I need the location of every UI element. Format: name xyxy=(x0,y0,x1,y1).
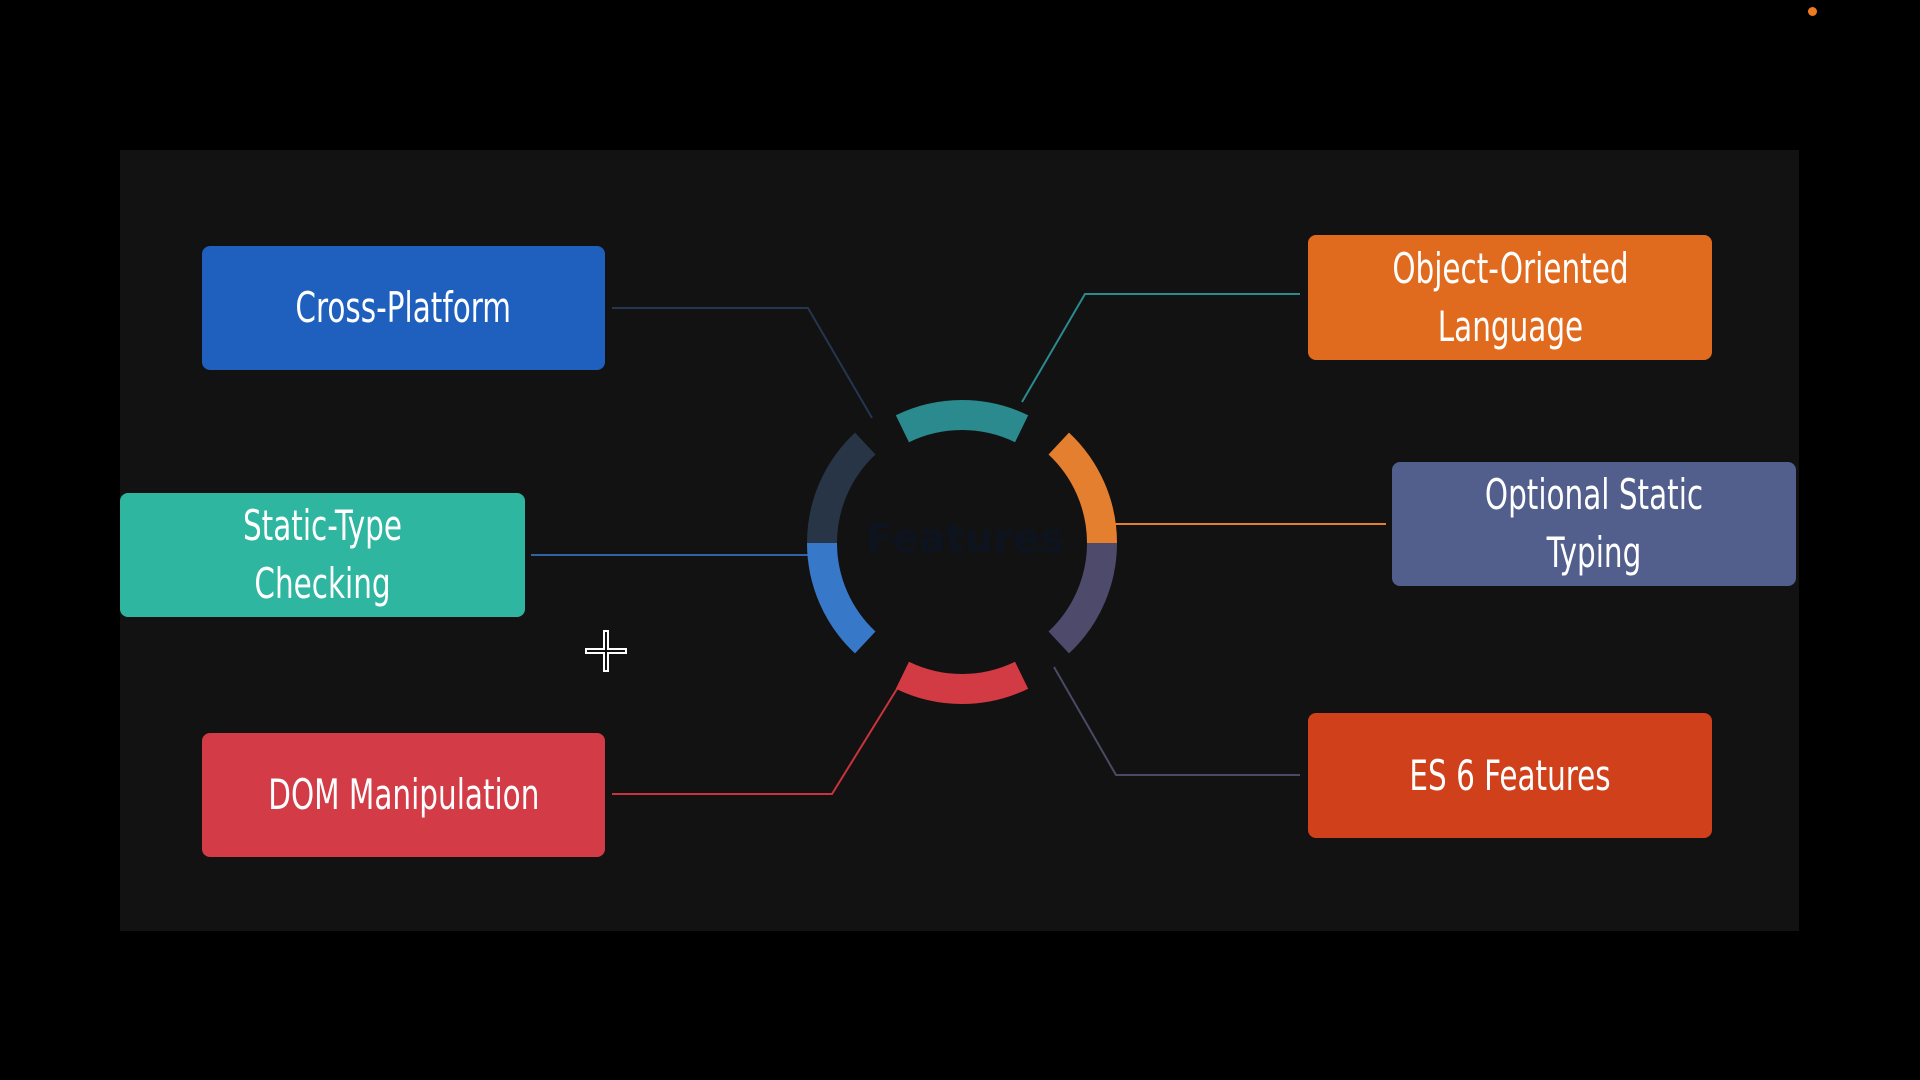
connector-lines xyxy=(531,293,1386,795)
connector-dom-manipulation xyxy=(612,683,901,795)
ring-segment-bottom xyxy=(895,661,1029,704)
feature-box-dom-manipulation[interactable]: DOM Manipulation xyxy=(202,733,605,857)
feature-box-optional-static-typing[interactable]: Optional Static Typing xyxy=(1392,462,1796,586)
feature-label-cross-platform: Cross-Platform xyxy=(295,283,512,333)
feature-box-object-oriented-language[interactable]: Object-Oriented Language xyxy=(1308,235,1712,360)
hub-label: Features xyxy=(866,516,1064,562)
ring-segment-top xyxy=(895,400,1029,443)
hub-ring xyxy=(807,400,1117,704)
feature-label-optional-static-typing: Optional Static Typing xyxy=(1484,470,1704,577)
connector-cross-platform xyxy=(612,307,873,419)
connector-es6-features xyxy=(1053,666,1300,776)
ring-segment-lower-left xyxy=(807,542,876,654)
crosshair-cursor-icon xyxy=(585,630,627,672)
feature-box-cross-platform[interactable]: Cross-Platform xyxy=(202,246,605,370)
feature-box-es6-features[interactable]: ES 6 Features xyxy=(1308,713,1712,838)
feature-label-dom-manipulation: DOM Manipulation xyxy=(267,770,540,820)
recording-indicator-icon xyxy=(1808,7,1817,16)
feature-label-es6-features: ES 6 Features xyxy=(1409,750,1611,800)
ring-segment-upper-right xyxy=(1048,432,1117,544)
ring-segment-lower-right xyxy=(1048,542,1117,654)
ring-segment-upper-left xyxy=(807,432,876,544)
feature-label-object-oriented-language: Object-Oriented Language xyxy=(1391,243,1629,351)
feature-label-static-type-checking: Static-Type Checking xyxy=(242,501,403,608)
connector-object-oriented-language xyxy=(1021,293,1300,403)
feature-box-static-type-checking[interactable]: Static-Type Checking xyxy=(120,493,525,617)
